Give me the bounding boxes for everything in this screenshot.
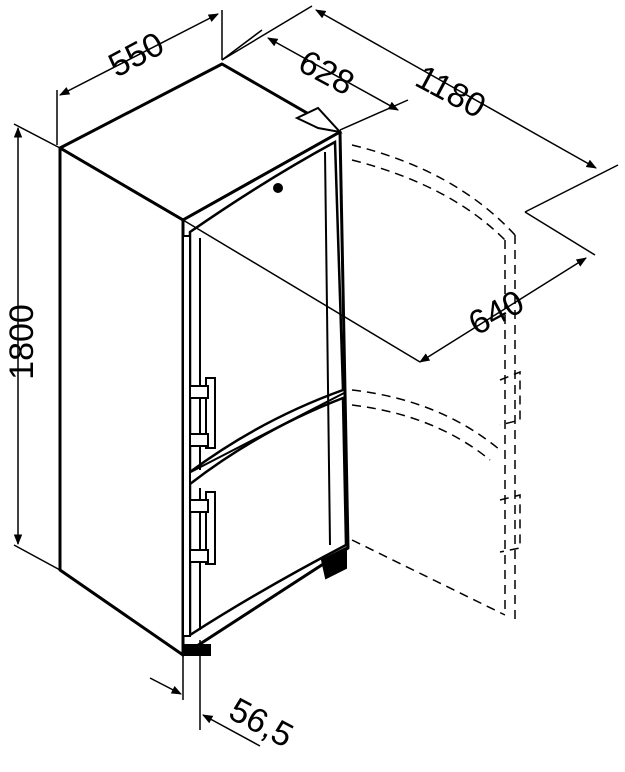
handle-upper <box>205 377 216 449</box>
door-hinge-strip <box>182 235 191 637</box>
fridge-side-face <box>58 146 185 657</box>
handle-lower-clip-bottom <box>189 549 209 563</box>
ext-depth-right <box>339 99 409 131</box>
dim-width <box>59 13 219 96</box>
ext-open-left <box>221 5 313 61</box>
foot <box>320 546 347 580</box>
fridge-body <box>58 62 350 657</box>
dim-handle-arrow-right <box>202 714 261 747</box>
handle-upper-clip-bottom <box>189 433 209 447</box>
ext-height-top <box>13 123 61 149</box>
dim-open-depth <box>315 9 597 169</box>
handle-lower <box>205 491 216 565</box>
cabinet-edge <box>324 151 331 546</box>
ext-door-width-right <box>524 211 596 256</box>
dimension-lines <box>13 5 619 747</box>
ext-depth-left <box>221 29 263 61</box>
door-swing-arcs <box>351 144 521 620</box>
upper-door <box>188 139 345 475</box>
foot-front <box>182 644 211 656</box>
dim-handle-arrow-left <box>149 677 182 695</box>
door-handles <box>182 235 216 637</box>
door-gap <box>182 391 347 477</box>
ext-open-right <box>524 164 619 213</box>
ext-height-bottom <box>13 544 61 571</box>
handle-lower-clip-top <box>189 499 209 513</box>
hinge-pin <box>273 183 283 193</box>
lower-door <box>188 396 348 638</box>
height-label: 1800 <box>2 304 41 380</box>
dim-door-width <box>419 257 587 363</box>
handle-upper-clip-top <box>189 385 209 399</box>
ext-door-width-left <box>182 219 421 363</box>
